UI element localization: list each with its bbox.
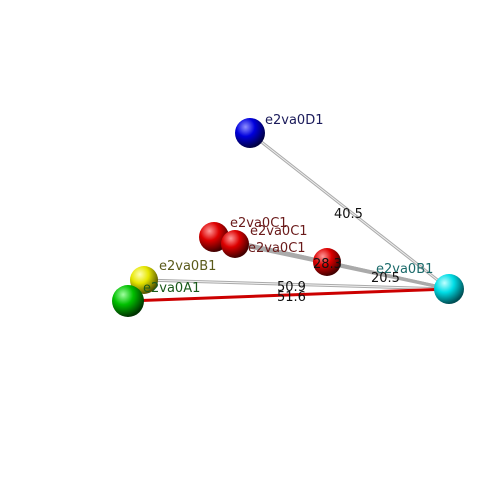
distance-labels: 40.5 28.3 20.5 50.9 51.6 bbox=[277, 207, 400, 305]
atom-a1[interactable] bbox=[112, 285, 144, 317]
atom-d1[interactable] bbox=[235, 118, 265, 148]
distance-line-b1y-b1-highlight bbox=[143, 279, 450, 290]
distance-line-a1-b1 bbox=[127, 287, 450, 303]
distance-line-d1-b1-highlight bbox=[249, 132, 450, 290]
distance-label-c1-b1: 28.3 bbox=[313, 257, 342, 272]
atom-label-a1: e2va0A1 bbox=[143, 281, 200, 296]
distance-label-a1-b1: 51.6 bbox=[277, 290, 306, 305]
atom-label-b1y: e2va0B1 bbox=[159, 259, 216, 274]
atom-label-b1c: e2va0B1 bbox=[376, 262, 433, 277]
atom-labels: e2va0D1 e2va0C1 e2va0C1 e2va0C1 e2va0B1 … bbox=[143, 113, 433, 296]
atom-b1y[interactable] bbox=[130, 266, 158, 294]
atom-label-c1c: e2va0C1 bbox=[248, 241, 306, 256]
atoms bbox=[112, 118, 464, 317]
atom-label-c1a: e2va0C1 bbox=[230, 216, 288, 231]
atom-label-d1: e2va0D1 bbox=[265, 113, 323, 128]
distance-label-b1y-b1: 50.9 bbox=[277, 280, 306, 295]
distance-label-red4-b1: 20.5 bbox=[371, 271, 400, 286]
distance-lines bbox=[127, 131, 450, 303]
atom-c1b[interactable] bbox=[221, 230, 249, 258]
distance-line-red4-b1 bbox=[326, 260, 450, 291]
atom-b1c[interactable] bbox=[434, 274, 464, 304]
atom-label-c1b: e2va0C1 bbox=[250, 224, 308, 239]
atom-red4[interactable] bbox=[313, 248, 341, 276]
distance-label-d1-b1: 40.5 bbox=[334, 207, 363, 222]
